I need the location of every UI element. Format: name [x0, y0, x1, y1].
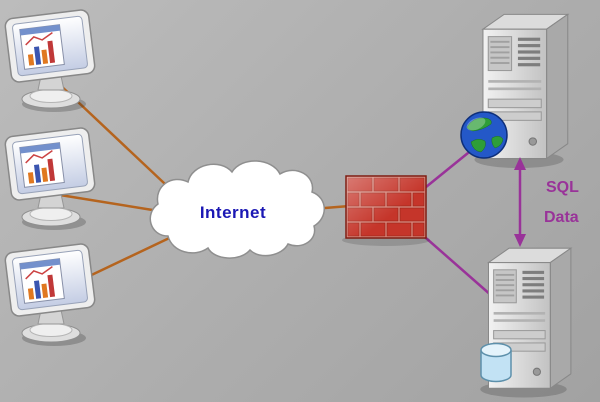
sql-label-line1: SQL: [546, 179, 579, 196]
client-workstation-1: [3, 8, 97, 113]
internet-label: Internet: [200, 203, 266, 222]
client-workstation-2: [3, 126, 97, 231]
arrowhead-up: [514, 157, 526, 170]
database-icon: [480, 342, 512, 383]
sql-data-arrow: SQL Data: [514, 157, 579, 247]
client-workstation-3: [3, 242, 97, 347]
internet-cloud: Internet: [149, 160, 325, 259]
computer-monitor-icon: [3, 126, 97, 231]
firewall-icon: [342, 175, 430, 246]
globe-icon: [460, 111, 508, 159]
computer-monitor-icon: [3, 8, 97, 113]
cloud-icon: [149, 160, 325, 259]
arrowhead-down: [514, 234, 526, 247]
computer-monitor-icon: [3, 242, 97, 347]
sql-label-line2: Data: [544, 209, 579, 226]
link-client2-internet: [58, 193, 167, 214]
firewall: [342, 175, 430, 246]
